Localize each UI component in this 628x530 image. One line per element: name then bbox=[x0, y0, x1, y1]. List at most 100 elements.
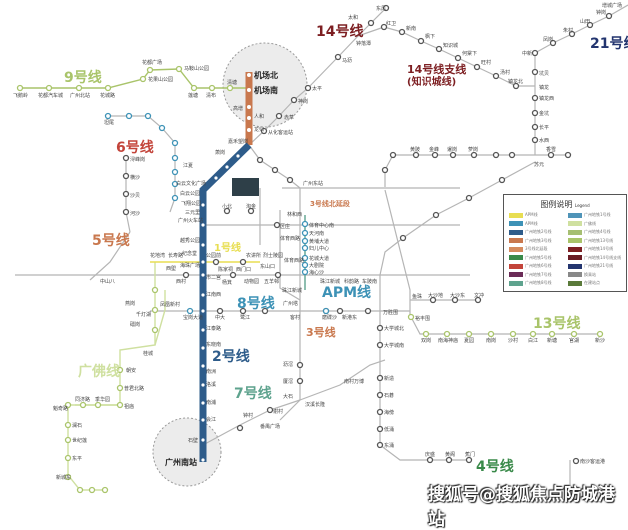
svg-text:动物园: 动物园 bbox=[244, 278, 259, 285]
svg-text:钟村: 钟村 bbox=[243, 412, 253, 419]
gz-south-zone bbox=[152, 417, 222, 487]
legend-label: 广州地铁8号线 bbox=[525, 280, 552, 285]
svg-text:新造: 新造 bbox=[384, 375, 394, 382]
svg-text:千灯湖: 千灯湖 bbox=[136, 311, 151, 318]
svg-text:神岗: 神岗 bbox=[298, 98, 308, 105]
svg-text:白云文化广场: 白云文化广场 bbox=[176, 180, 206, 187]
svg-text:宝岗大道: 宝岗大道 bbox=[183, 314, 203, 321]
svg-text:三元里: 三元里 bbox=[185, 210, 200, 216]
svg-text:大学城南: 大学城南 bbox=[384, 342, 404, 349]
legend-item: 3号线北延段 bbox=[509, 246, 548, 252]
line14b-label: 14号线支线 bbox=[407, 62, 466, 76]
svg-text:客村: 客村 bbox=[290, 314, 300, 321]
svg-text:镇龙西: 镇龙西 bbox=[539, 95, 554, 102]
svg-text:凤岗: 凤岗 bbox=[543, 37, 553, 43]
legend-item: 广州地铁14号线支线 bbox=[568, 255, 621, 261]
legend-item: 换乘站 bbox=[568, 272, 596, 278]
legend-label: 广州地铁7号线 bbox=[525, 271, 552, 277]
line9-path bbox=[20, 68, 249, 89]
line4-label: 4号线 bbox=[476, 458, 514, 475]
apm-label: APM线 bbox=[322, 284, 371, 301]
svg-text:林和西: 林和西 bbox=[287, 211, 302, 218]
svg-text:人和: 人和 bbox=[254, 113, 264, 120]
legend-item: 在建站点 bbox=[568, 280, 600, 286]
line1-label: 1号线 bbox=[214, 241, 241, 254]
svg-text:大剧院: 大剧院 bbox=[309, 262, 324, 269]
svg-text:水西: 水西 bbox=[539, 137, 549, 144]
svg-text:花城大道: 花城大道 bbox=[309, 255, 329, 262]
line7-label: 7号线 bbox=[234, 385, 272, 402]
svg-text:花都广场: 花都广场 bbox=[142, 59, 162, 66]
svg-text:新港东: 新港东 bbox=[342, 314, 357, 321]
svg-text:海心沙: 海心沙 bbox=[309, 269, 324, 276]
legend-swatch bbox=[568, 229, 582, 235]
svg-text:公园前: 公园前 bbox=[206, 252, 221, 259]
svg-text:山田: 山田 bbox=[580, 18, 590, 25]
legend-item: 广州地铁6号线 bbox=[509, 263, 552, 269]
svg-text:广州东站: 广州东站 bbox=[303, 180, 323, 187]
svg-text:长寿路: 长寿路 bbox=[168, 252, 183, 259]
svg-text:从化客运站: 从化客运站 bbox=[268, 129, 293, 136]
legend-swatch bbox=[509, 255, 523, 260]
svg-text:龙归: 龙归 bbox=[254, 126, 264, 133]
line14-label: 14号线 bbox=[316, 23, 363, 40]
legend-item: 广州地铁4号线 bbox=[568, 229, 611, 235]
svg-text:横沙: 横沙 bbox=[130, 174, 140, 181]
watermark: 搜狐号@搜狐焦点防城港站 bbox=[428, 485, 615, 530]
svg-text:礌岗: 礌岗 bbox=[130, 322, 140, 328]
svg-text:澜石: 澜石 bbox=[72, 422, 82, 429]
svg-text:新塘: 新塘 bbox=[547, 337, 557, 344]
legend-item: 广州地铁5号线 bbox=[509, 255, 552, 261]
svg-text:钟岗: 钟岗 bbox=[596, 9, 606, 16]
legend-swatch bbox=[568, 221, 582, 226]
legend-item: APM线 bbox=[509, 221, 538, 227]
legend-label: 广州地铁3号线 bbox=[525, 237, 552, 243]
svg-text:黄埔大道: 黄埔大道 bbox=[309, 238, 329, 245]
svg-text:花都汽车城: 花都汽车城 bbox=[38, 92, 63, 99]
legend-label: 在建站点 bbox=[584, 280, 600, 285]
svg-text:飞鹅岭: 飞鹅岭 bbox=[13, 92, 28, 99]
svg-text:南海神庙: 南海神庙 bbox=[438, 337, 458, 344]
line5-label: 5号线 bbox=[92, 232, 130, 249]
svg-text:谢村: 谢村 bbox=[273, 408, 283, 415]
legend-item: 广州地铁21号线 bbox=[568, 263, 613, 269]
svg-text:太和: 太和 bbox=[348, 14, 358, 21]
legend-swatch bbox=[568, 263, 582, 269]
legend-label: 广州地铁21号线 bbox=[584, 263, 614, 268]
legend-label: 广州地铁13号线 bbox=[584, 237, 614, 243]
svg-text:朝安: 朝安 bbox=[126, 367, 136, 374]
svg-text:坑贝: 坑贝 bbox=[539, 70, 549, 77]
svg-text:陈家祠: 陈家祠 bbox=[218, 266, 233, 273]
legend-label: 广州地铁14号线 bbox=[584, 246, 614, 251]
svg-text:花城路: 花城路 bbox=[100, 92, 115, 99]
legend-item: 广佛线 bbox=[568, 221, 596, 227]
svg-text:厦滘: 厦滘 bbox=[283, 378, 293, 385]
svg-text:鱼珠: 鱼珠 bbox=[412, 293, 422, 300]
airport-zone bbox=[222, 42, 308, 128]
legend-swatch bbox=[509, 280, 523, 286]
svg-text:沥滘: 沥滘 bbox=[283, 361, 293, 368]
svg-text:莲塘: 莲塘 bbox=[188, 92, 198, 99]
svg-text:清塘: 清塘 bbox=[227, 79, 237, 86]
legend-item: 广州地铁1号线 bbox=[568, 212, 611, 218]
line13-label: 13号线 bbox=[533, 315, 580, 332]
teal-stations bbox=[104, 112, 330, 315]
svg-text:马沥: 马沥 bbox=[342, 57, 352, 64]
svg-text:大石: 大石 bbox=[283, 393, 293, 400]
svg-text:万胜围: 万胜围 bbox=[383, 309, 398, 316]
svg-text:坦尾: 坦尾 bbox=[104, 119, 114, 126]
svg-text:黄阁: 黄阁 bbox=[445, 451, 455, 458]
legend-swatch bbox=[509, 272, 523, 277]
svg-text:清布: 清布 bbox=[206, 92, 216, 99]
svg-text:萧岗: 萧岗 bbox=[215, 149, 225, 156]
svg-text:何棠下: 何棠下 bbox=[462, 50, 477, 57]
location-marker bbox=[232, 178, 259, 196]
line21-label: 21号线 bbox=[590, 35, 628, 52]
line14b-label-sub: (知识城线) bbox=[407, 75, 456, 88]
svg-text:沙村: 沙村 bbox=[508, 337, 518, 344]
svg-text:鹭江: 鹭江 bbox=[240, 314, 250, 321]
svg-text:旺村: 旺村 bbox=[481, 59, 491, 66]
svg-text:增城广场: 增城广场 bbox=[602, 2, 622, 9]
svg-text:番禺广场: 番禺广场 bbox=[260, 423, 280, 430]
